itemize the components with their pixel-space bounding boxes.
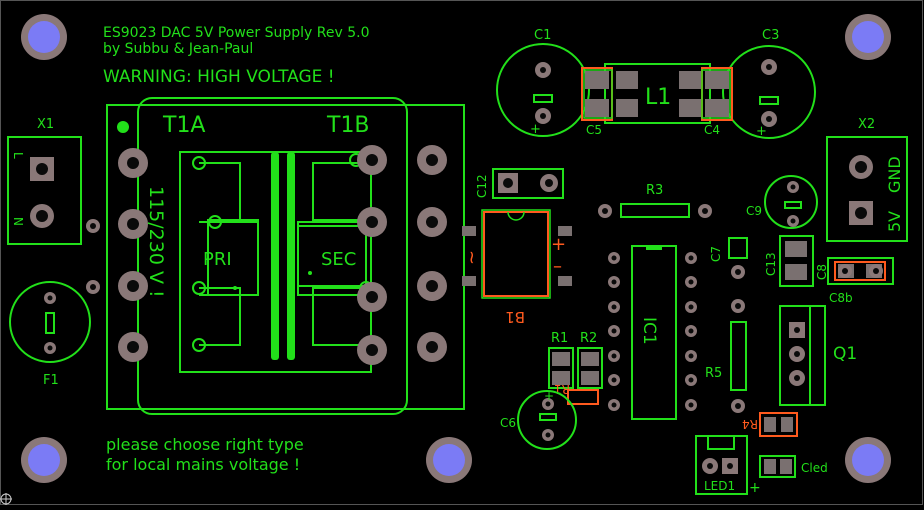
c3-label: C3 — [762, 28, 779, 43]
t1b-label: T1B — [326, 113, 370, 138]
b1-plus-label: + — [551, 234, 566, 255]
b1-label: B1 — [505, 308, 525, 326]
c12-label: C12 — [475, 174, 489, 198]
resistor-r3: R3 — [598, 183, 712, 218]
f1-label: F1 — [43, 373, 59, 388]
transformer-t1: T1A T1B 115/230 V ! PRI SEC — [106, 97, 465, 415]
connector-x1: X1 L N — [7, 117, 82, 245]
voltage-select-label: 115/230 V ! — [145, 186, 167, 298]
resistor-r4: R4 — [742, 412, 798, 437]
led1-label: LED1 — [704, 479, 735, 493]
x2-5v-label: 5V — [885, 211, 904, 232]
capacitor-c9: C9 — [746, 175, 818, 229]
fuse-f1: F1 — [9, 281, 91, 388]
svg-text:+: + — [756, 124, 767, 139]
capacitor-c13: C13 — [764, 235, 814, 287]
r1b-label: R1 — [554, 382, 570, 396]
ic1-label: IC1 — [639, 317, 659, 345]
t1a-label: T1A — [162, 113, 206, 138]
c13-label: C13 — [764, 252, 778, 276]
capacitor-c3: + C3 — [722, 28, 816, 139]
capacitor-c1: + C1 — [496, 28, 590, 137]
c7-label: C7 — [709, 246, 723, 262]
transistor-q1: Q1 — [779, 305, 857, 406]
note-line1: please choose right type — [106, 435, 304, 454]
capacitor-c12: C12 — [475, 168, 564, 199]
r1-label: R1 — [551, 331, 568, 346]
svg-text:+: + — [530, 122, 541, 137]
capacitor-cled: Cled — [759, 455, 828, 478]
c6-label: C6 — [500, 416, 516, 430]
r2-label: R2 — [580, 331, 597, 346]
c1-label: C1 — [534, 28, 551, 43]
title-line2: by Subbu & Jean-Paul — [103, 41, 253, 57]
r5-label: R5 — [705, 366, 722, 381]
bridge-b1: ~ + – B1 — [461, 209, 572, 326]
b1-ac-label: ~ — [461, 250, 482, 265]
l1-label: L1 — [645, 85, 671, 110]
c8-label: C8 — [815, 264, 829, 280]
c5-label: C5 — [586, 123, 602, 137]
pri-label: PRI — [203, 249, 232, 270]
inductor-l1: L1 C5 C4 — [581, 63, 733, 137]
q1-label: Q1 — [833, 344, 857, 364]
pin1-dot — [117, 121, 129, 133]
mounting-holes — [21, 14, 891, 483]
r3-label: R3 — [646, 183, 663, 198]
ic1: IC1 — [608, 245, 697, 420]
r4-label: R4 — [742, 417, 758, 431]
x1-pin-l-label: L — [11, 152, 25, 159]
note-line2: for local mains voltage ! — [106, 455, 300, 474]
svg-text:+: + — [544, 389, 554, 403]
warning-text: WARNING: HIGH VOLTAGE ! — [103, 67, 335, 87]
sec-label: SEC — [321, 249, 356, 270]
x1-label: X1 — [37, 117, 54, 132]
capacitor-c8: C8 C8b — [815, 257, 894, 305]
connector-x2: X2 GND 5V — [826, 117, 908, 242]
led1: LED1 + — [695, 435, 761, 496]
x2-label: X2 — [858, 117, 875, 132]
c4-label: C4 — [704, 123, 720, 137]
capacitor-c7: C7 — [709, 237, 748, 279]
x2-gnd-label: GND — [885, 156, 904, 193]
c9-label: C9 — [746, 204, 762, 218]
x1-pin-n-label: N — [11, 217, 25, 226]
capacitor-c6: + C6 — [500, 389, 577, 450]
led1-plus-label: + — [749, 480, 761, 496]
cled-label: Cled — [801, 461, 828, 475]
b1-minus-label: – — [553, 256, 562, 277]
resistor-r5: R5 — [705, 299, 747, 413]
title-line1: ES9023 DAC 5V Power Supply Rev 5.0 — [103, 25, 370, 41]
c8b-label: C8b — [829, 291, 853, 305]
